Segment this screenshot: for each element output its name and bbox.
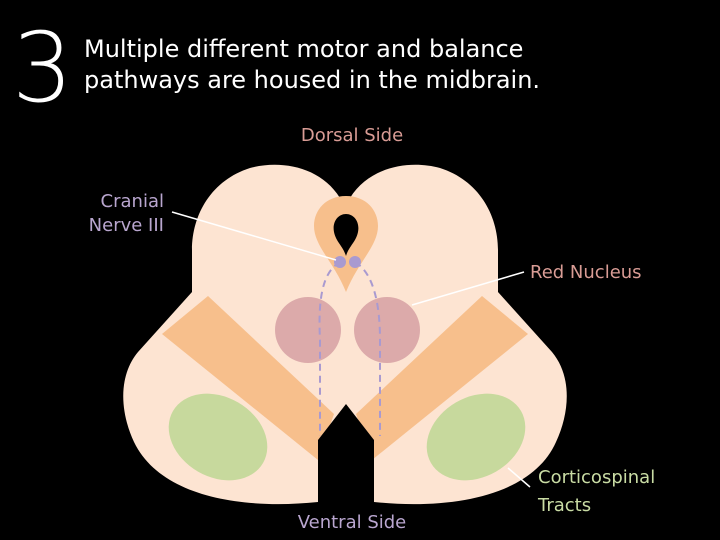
corticospinal-label: Corticospinal Tracts: [538, 464, 655, 520]
leader-red-nucleus: [411, 271, 525, 306]
cranial-nerve-path-left: [318, 261, 341, 436]
band-left: [162, 296, 334, 460]
slide-title: Multiple different motor and balance pat…: [84, 34, 704, 96]
dorsal-side-label: Dorsal Side: [300, 125, 404, 146]
cranial-nerve-path-right: [354, 261, 381, 436]
corticospinal-tract-left: [168, 393, 268, 481]
title-line-1: Multiple different motor and balance: [84, 35, 524, 63]
title-line-2: pathways are housed in the midbrain.: [84, 66, 541, 94]
band-right: [356, 296, 528, 460]
corticospinal-tract-right: [426, 393, 526, 481]
cortico-label-line-1: Corticospinal: [538, 467, 656, 488]
red-nucleus-right: [354, 297, 420, 363]
red-nucleus-left: [275, 297, 341, 363]
slide-number: 3: [12, 12, 74, 124]
cortico-label-line-2: Tracts: [538, 495, 592, 516]
cerebral-aqueduct: [333, 214, 359, 256]
red-nucleus-label: Red Nucleus: [530, 262, 642, 283]
ventral-notch: [318, 404, 374, 540]
cranial-label-line-1: Cranial: [100, 191, 164, 212]
leader-cranial: [171, 211, 337, 261]
oculomotor-nucleus-right: [349, 256, 361, 268]
cranial-label-line-2: Nerve III: [88, 215, 164, 236]
ventral-side-label: Ventral Side: [297, 512, 407, 533]
cranial-nerve-label: Cranial Nerve III: [89, 190, 164, 238]
leader-corticospinal: [507, 467, 531, 488]
oculomotor-nucleus-left: [334, 256, 346, 268]
